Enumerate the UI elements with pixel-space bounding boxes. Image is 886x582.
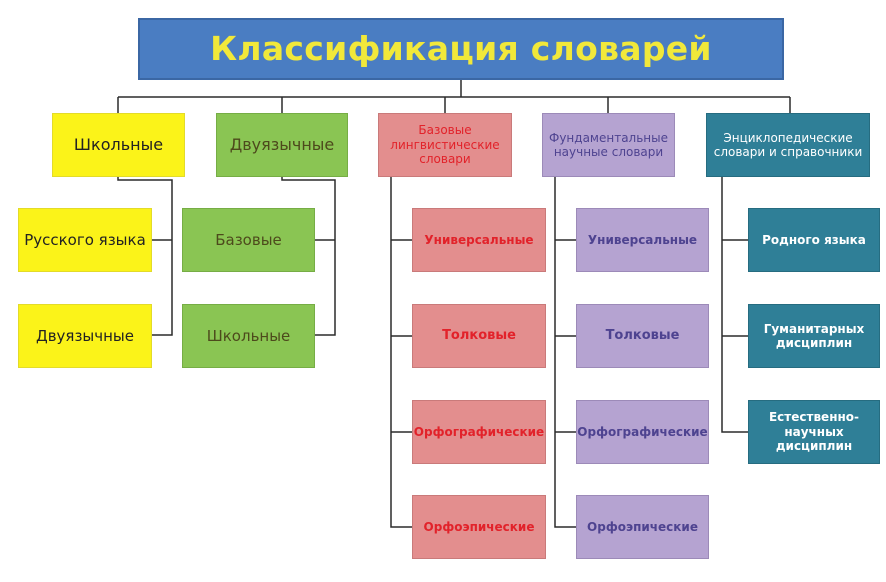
- item-basic-explanatory: Толковые: [412, 304, 546, 368]
- item-bilingual-basic: Базовые: [182, 208, 315, 272]
- item-encyclopedic-humanities: Гуманитарных дисциплин: [748, 304, 880, 368]
- header-fundamental: Фундаментальные научные словари: [542, 113, 675, 177]
- connector-col5-spine: [721, 177, 748, 433]
- header-bilingual: Двуязычные: [216, 113, 348, 177]
- item-encyclopedic-natural-sciences: Естественно-научных дисциплин: [748, 400, 880, 464]
- header-encyclopedic: Энциклопедические словари и справочники: [706, 113, 870, 177]
- item-fundamental-orthoepic: Орфоэпические: [576, 495, 709, 559]
- connector-col4-spine: [554, 177, 576, 528]
- connector-col3-spine: [390, 177, 412, 528]
- connector-col2-spine: [281, 177, 336, 336]
- item-fundamental-universal: Универсальные: [576, 208, 709, 272]
- item-basic-orthoepic: Орфоэпические: [412, 495, 546, 559]
- item-bilingual-school: Школьные: [182, 304, 315, 368]
- item-school-russian: Русского языка: [18, 208, 152, 272]
- item-fundamental-orthographic: Орфографические: [576, 400, 709, 464]
- item-basic-universal: Универсальные: [412, 208, 546, 272]
- item-fundamental-explanatory: Толковые: [576, 304, 709, 368]
- header-basic-linguistic: Базовые лингвистические словари: [378, 113, 512, 177]
- item-encyclopedic-native: Родного языка: [748, 208, 880, 272]
- item-school-bilingual: Двуязычные: [18, 304, 152, 368]
- diagram-title: Классификация словарей: [138, 18, 784, 80]
- item-basic-orthographic: Орфографические: [412, 400, 546, 464]
- connector-col1-spine: [117, 177, 173, 336]
- header-school: Школьные: [52, 113, 185, 177]
